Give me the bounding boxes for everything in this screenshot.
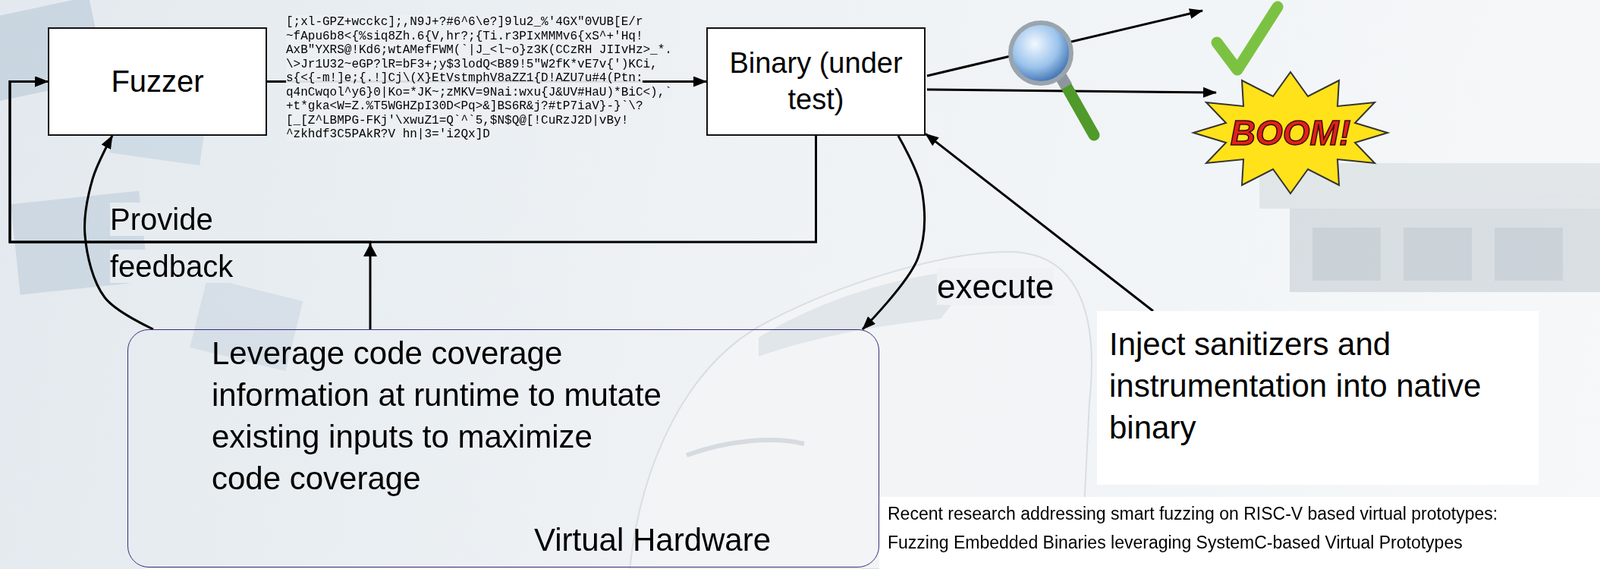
edge-label: execute bbox=[936, 267, 1054, 305]
car-light bbox=[686, 440, 805, 456]
flow-arrow bbox=[925, 133, 1154, 312]
background-tiles bbox=[0, 0, 303, 371]
note-box: Inject sanitizers and instrumentation in… bbox=[1097, 311, 1539, 485]
magnifier-icon bbox=[1010, 22, 1094, 136]
building-window bbox=[1312, 227, 1381, 281]
flow-arrow bbox=[862, 135, 925, 330]
random-input-line: AxB"YXRS@!Kd6;wtAMefFWM(`|J_<l~o}z3K(CCz… bbox=[286, 43, 673, 57]
burst-label: BOOM! bbox=[1230, 112, 1351, 154]
edge-label: Provide feedback bbox=[110, 202, 233, 283]
node-label: Virtual Hardware bbox=[534, 521, 771, 560]
magnifier-lens bbox=[1010, 22, 1072, 84]
random-input-line: ~fApu6b8<{%siq8Zh.6{V,hr?;{Ti.r3PIxMMMv6… bbox=[286, 29, 643, 44]
checkmark-icon bbox=[1216, 6, 1278, 70]
process-box: Fuzzer bbox=[47, 27, 268, 136]
edge-label-box: execute bbox=[936, 267, 1054, 308]
edge-label-box: Provide feedback bbox=[110, 195, 262, 290]
random-input-line: s{<{-m!]e;{.!]Cj\(X}EtVstmphV8aZZ1{D!AZU… bbox=[286, 71, 643, 85]
reference-text: Fuzzing Embedded Binaries leveraging Sys… bbox=[887, 532, 1463, 554]
random-input-line: [_[Z^LBMPG-FKj'\xwuZ1=Q`^`5,$N$Q@[!CuRzJ… bbox=[286, 113, 629, 128]
reference-ground bbox=[879, 496, 1600, 569]
building-window bbox=[1403, 227, 1472, 281]
process-box: Binary (under test) bbox=[706, 27, 926, 136]
node-label: Fuzzer bbox=[110, 64, 204, 99]
hardware-region: Leverage code coverage information at ru… bbox=[127, 329, 880, 568]
random-input-line: q4nCwqol^y6}0|Ko=*JK~;zMKV=9Nai:wxu{J&UV… bbox=[286, 85, 673, 100]
node-label: Leverage code coverage information at ru… bbox=[211, 332, 667, 500]
reference-text: Recent research addressing smart fuzzing… bbox=[887, 503, 1498, 525]
random-input-line: ^zkhdf3C5PAkR?V hn|3='i2Qx]D bbox=[286, 127, 491, 142]
starburst-shape bbox=[1193, 72, 1388, 194]
building-window bbox=[1494, 227, 1563, 281]
building-illustration bbox=[1259, 163, 1600, 293]
random-input-line: \>Jr1U32~eGP?lR=bF3+;y$3lodQ<B89!5"W2fK*… bbox=[286, 57, 658, 72]
random-input-line: [;xl-GPZ+wcckc];,N9J+?#6^6\e?]9lu2_%'4GX… bbox=[286, 15, 643, 29]
node-label: Inject sanitizers and instrumentation in… bbox=[1109, 323, 1527, 449]
building-part bbox=[1289, 208, 1600, 293]
node-label: Binary (under test) bbox=[721, 45, 912, 118]
random-input-line: +t*gka<W=Z.%T5WGHZpI30D<Pq>&]BS6R&j?#tP7… bbox=[286, 99, 643, 114]
magnifier-handle bbox=[1062, 78, 1094, 136]
